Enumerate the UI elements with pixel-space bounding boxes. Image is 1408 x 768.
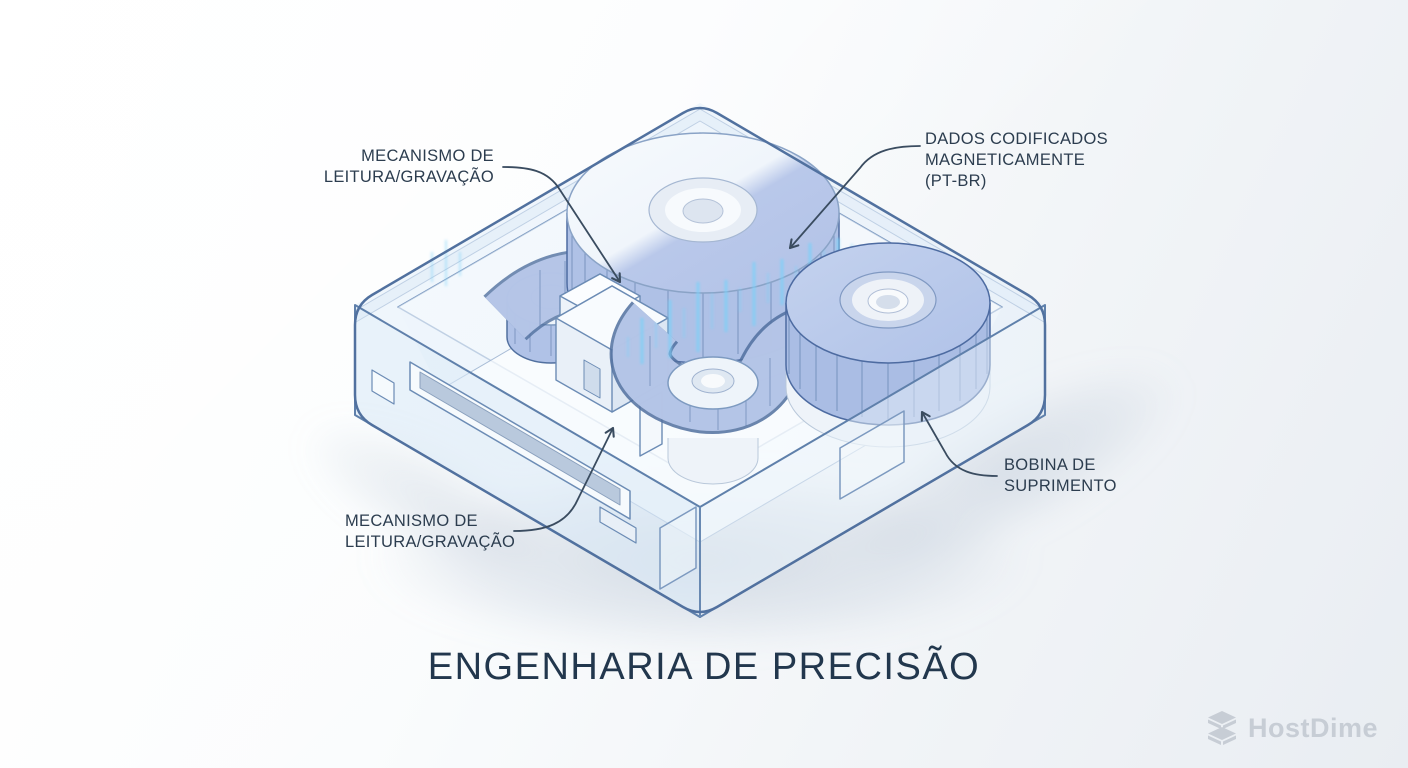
callout-line: LEITURA/GRAVAÇÃO xyxy=(323,168,494,186)
callout-line: MECANISMO DE xyxy=(361,147,494,165)
brand-logo: HostDime xyxy=(1205,710,1378,746)
callout-line: BOBINA DE xyxy=(1004,456,1096,474)
tape-guide-roller-bottom xyxy=(667,356,759,485)
left-wall-tab xyxy=(371,369,395,405)
brand-name: HostDime xyxy=(1247,712,1378,743)
callout-line: DADOS CODIFICADOS xyxy=(925,130,1108,148)
callout-arrow-read-write-bottom xyxy=(513,426,615,532)
callout-magnetically-encoded-data: DADOS CODIFICADOS MAGNETICAMENTE (PT-BR) xyxy=(925,129,1108,192)
callout-arrow-read-write-top xyxy=(502,166,622,284)
cartridge-outline xyxy=(353,106,1047,614)
callout-arrow-supply-reel xyxy=(920,410,998,477)
diagram-title: ENGENHARIA DE PRECISÃO xyxy=(427,646,981,688)
shell-panels xyxy=(659,410,905,590)
layers-stack-icon xyxy=(1207,711,1236,745)
callout-supply-reel: BOBINA DE SUPRIMENTO xyxy=(1004,455,1117,497)
callout-read-write-mechanism-top: MECANISMO DE LEITURA/GRAVAÇÃO xyxy=(324,146,494,188)
front-slot xyxy=(409,361,637,544)
callout-arrow-encoded-data xyxy=(788,145,921,250)
callout-line: MAGNETICAMENTE xyxy=(925,151,1086,169)
callout-line: SUPRIMENTO xyxy=(1004,477,1117,495)
front-button xyxy=(599,506,637,544)
callout-line: (PT-BR) xyxy=(925,172,987,190)
callout-line: LEITURA/GRAVAÇÃO xyxy=(345,533,516,551)
callout-line: MECANISMO DE xyxy=(345,512,478,530)
callout-leaders xyxy=(502,145,998,532)
callout-read-write-mechanism-bottom: MECANISMO DE LEITURA/GRAVAÇÃO xyxy=(345,511,515,553)
